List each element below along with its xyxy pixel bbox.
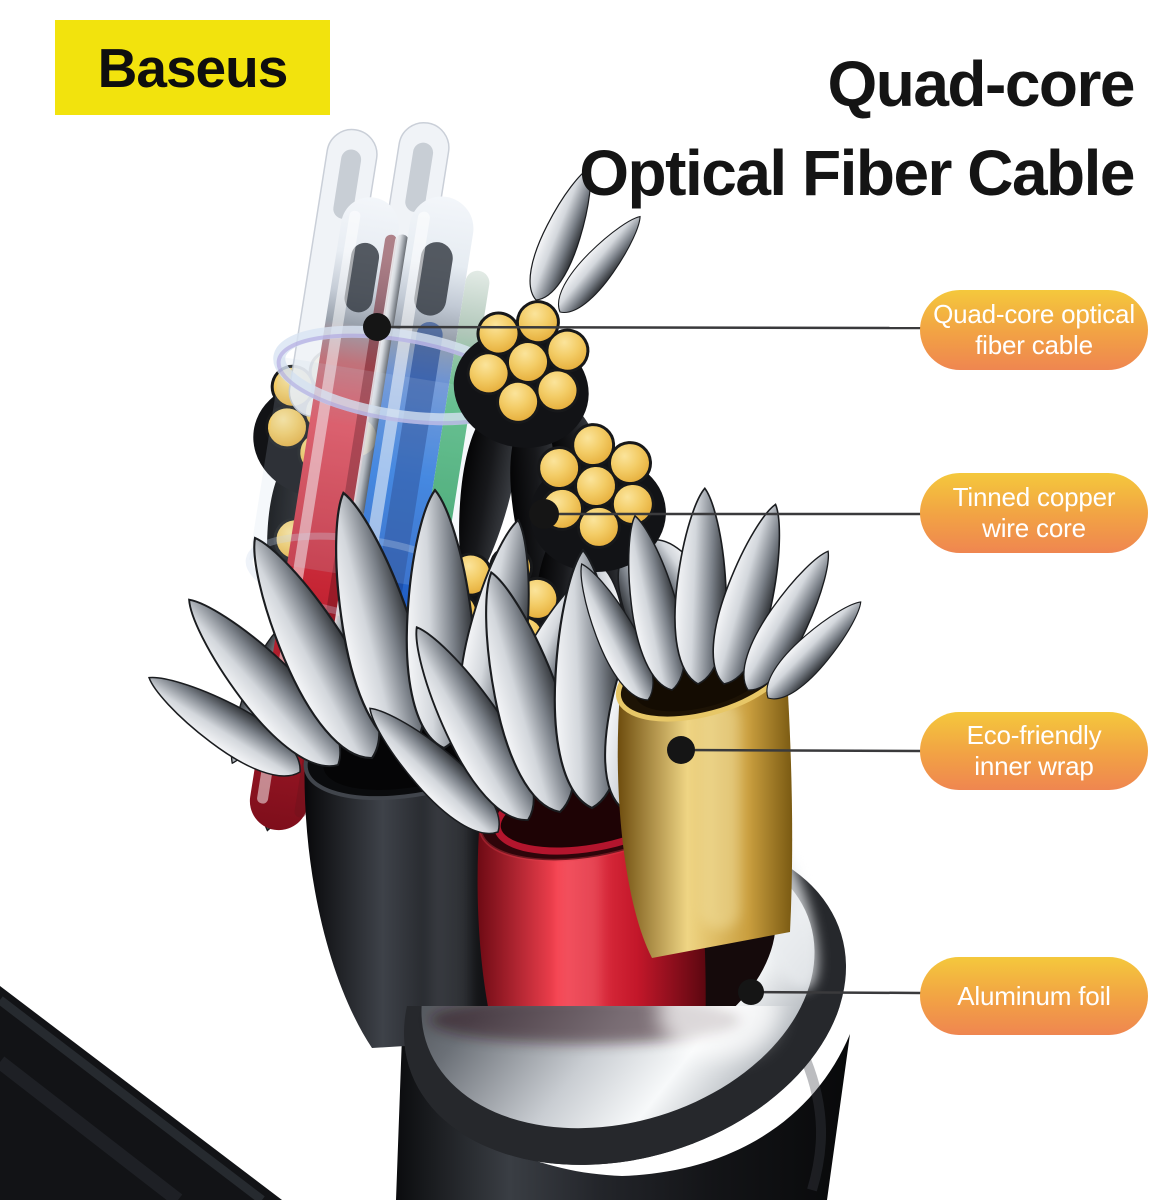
callout-dots	[363, 313, 764, 1005]
aluminum-foil-front	[403, 1006, 847, 1165]
brand-logo: Baseus	[55, 20, 330, 115]
leader-line-1	[376, 325, 922, 330]
corner-cable	[0, 986, 282, 1200]
callout-aluminum-foil: Aluminum foil	[920, 957, 1148, 1035]
callout-quad-core-optical-fiber-cable: Quad-core optical fiber cable	[920, 290, 1148, 370]
callout-eco-friendly-inner-wrap: Eco-friendly inner wrap	[920, 712, 1148, 790]
yellow-inner-wrap-cable	[563, 486, 874, 958]
callout-dot-3	[667, 736, 695, 764]
leader-line-4	[750, 990, 922, 995]
page-title: Quad-core Optical Fiber Cable	[579, 48, 1135, 209]
callout-dot-1	[363, 313, 391, 341]
outer-jacket	[396, 1034, 850, 1200]
callout-tinned-copper-wire-core: Tinned copper wire core	[920, 473, 1148, 553]
brand-logo-text: Baseus	[97, 36, 289, 99]
leader-line-3	[680, 748, 922, 753]
callout-dot-4	[738, 979, 764, 1005]
callout-dot-2	[529, 499, 559, 529]
callout-leaders	[376, 325, 922, 995]
